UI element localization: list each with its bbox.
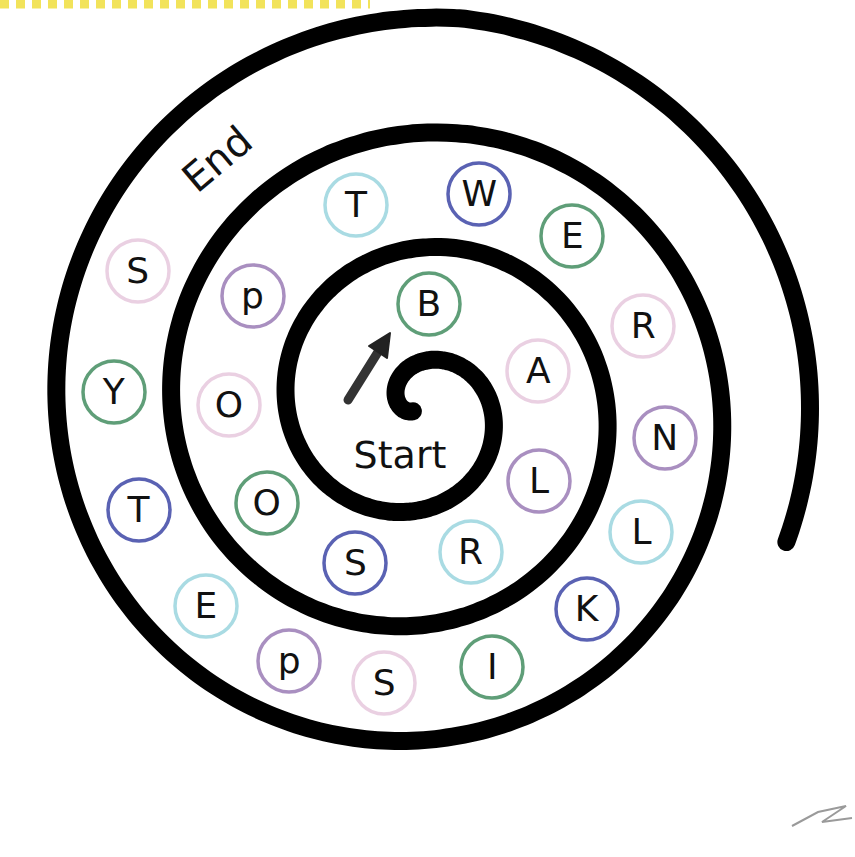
letter-text: p [241, 278, 264, 314]
letter-circle: E [539, 203, 605, 269]
circle-ring [107, 240, 169, 302]
circle-ring [175, 575, 237, 637]
circle-ring [222, 265, 284, 327]
circle-ring [398, 273, 460, 335]
circle-ring [325, 174, 387, 236]
circle-ring [556, 578, 618, 640]
circle-ring [353, 652, 415, 714]
letter-text: p [278, 643, 301, 679]
letter-text: S [344, 545, 367, 581]
corner-scribble [792, 806, 852, 826]
letter-text: R [458, 534, 483, 570]
circle-ring [236, 472, 298, 534]
letter-circle: L [506, 448, 572, 514]
letter-circle: I [459, 634, 525, 700]
circle-ring [461, 636, 523, 698]
letter-text: T [345, 187, 367, 223]
letter-circle: Y [81, 359, 147, 425]
letter-circle: R [610, 293, 676, 359]
letter-text: K [575, 591, 599, 627]
letter-text: E [561, 218, 584, 254]
letter-text: O [215, 387, 243, 423]
letter-text: R [631, 308, 656, 344]
letter-text: L [631, 514, 651, 550]
circle-ring [634, 407, 696, 469]
letter-circle: R [438, 519, 504, 585]
yellow-stripe [0, 0, 370, 9]
circle-ring [448, 163, 510, 225]
letter-text: W [462, 176, 498, 212]
letter-circle: O [196, 372, 262, 438]
start-arrow-shaft [348, 352, 378, 400]
letter-text: S [126, 253, 149, 289]
letter-circle: O [234, 470, 300, 536]
letter-text: E [195, 588, 218, 624]
letter-text: S [373, 665, 396, 701]
letter-circle: S [105, 238, 171, 304]
letter-circle: A [505, 338, 571, 404]
letter-circle: S [322, 530, 388, 596]
letter-circle: W [446, 161, 512, 227]
letter-text: B [417, 286, 442, 322]
circle-ring [258, 630, 320, 692]
letter-circle: E [173, 573, 239, 639]
letter-circle: K [554, 576, 620, 642]
spiral-wall [56, 18, 810, 741]
letter-text: O [252, 485, 280, 521]
circle-ring [108, 479, 170, 541]
letter-text: N [651, 420, 678, 456]
circle-ring [324, 532, 386, 594]
circle-ring [83, 361, 145, 423]
letter-text: I [487, 649, 498, 685]
letter-text: Y [103, 374, 125, 410]
circle-ring [541, 205, 603, 267]
letter-circle: N [632, 405, 698, 471]
end-label: End [175, 120, 259, 200]
letter-text: A [526, 353, 551, 389]
circle-ring [507, 340, 569, 402]
letter-circle: p [256, 628, 322, 694]
letter-circle: B [396, 271, 462, 337]
letter-circle: p [220, 263, 286, 329]
letter-circle: S [351, 650, 417, 716]
circle-ring [610, 501, 672, 563]
letter-text: L [529, 463, 549, 499]
circle-ring [440, 521, 502, 583]
letter-circle: T [323, 172, 389, 238]
letter-circle: L [608, 499, 674, 565]
letter-text: T [128, 492, 150, 528]
start-label: Start [354, 436, 447, 474]
circle-ring [612, 295, 674, 357]
start-arrow-head [369, 333, 390, 358]
circle-ring [508, 450, 570, 512]
letter-circle: T [106, 477, 172, 543]
circle-ring [198, 374, 260, 436]
